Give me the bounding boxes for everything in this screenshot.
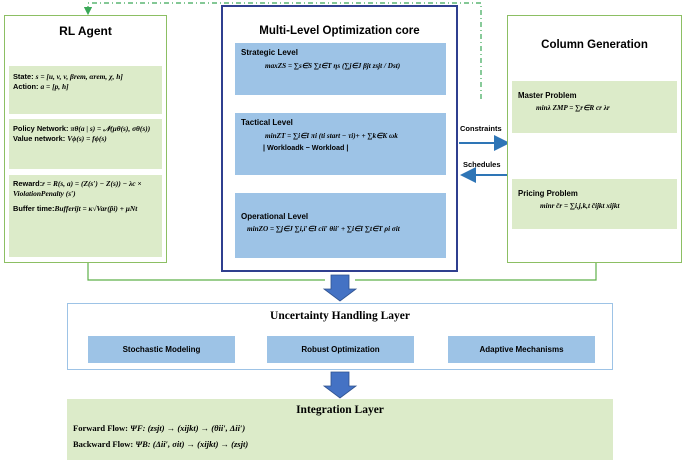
operational-level-title: Operational Level [241, 212, 309, 221]
tactical-formula: minZT = ∑i∈I πi (ti start − τi)+ + ∑k∈K … [265, 132, 398, 140]
rl-agent-title: RL Agent [59, 24, 112, 38]
forward-flow-line: Forward Flow: ΨF: (zsjt) → (xijkt) → (θi… [73, 423, 245, 433]
integration-layer-title: Integration Layer [296, 404, 384, 416]
reward-line: Reward:r = R(s, a) = (Z(s′) − Z(s)) − λc… [13, 179, 158, 199]
cg-to-core-merge-line [355, 262, 597, 281]
backward-flow-line: Backward Flow: ΨB: (Δii′, σit) → (xijkt)… [73, 439, 248, 449]
value-line: Value network: Vϕ(s) = fϕ(s) [13, 134, 158, 144]
rl-to-core-merge-line [87, 262, 325, 281]
forward-flow-label: Forward Flow: [73, 423, 131, 433]
rl-agent-panel: RL Agent State: s = [u, v, v, βrem, αrem… [4, 15, 167, 263]
state-line: State: s = [u, v, v, βrem, αrem, χ, h] [13, 72, 158, 82]
strategic-formula: maxZS = ∑s∈S ∑t∈T ηs (∑j∈J βjt zsjt / Ds… [265, 62, 401, 70]
state-action-box: State: s = [u, v, v, βrem, αrem, χ, h] A… [9, 66, 162, 114]
master-problem-formula: minλ ZMP = ∑r∈R cr λr [536, 103, 610, 112]
uncertainty-layer-panel: Uncertainty Handling Layer Stochastic Mo… [67, 303, 613, 370]
reward-formula: r = R(s, a) = (Z(s′) − Z(s)) − λc × Viol… [13, 179, 142, 198]
constraints-label: Constraints [460, 124, 502, 133]
operational-formula: minZO = ∑j∈J ∑i,i′∈I cii′ θii′ + ∑i∈I ∑t… [247, 225, 400, 233]
stochastic-modeling-box: Stochastic Modeling [88, 336, 235, 363]
column-generation-title: Column Generation [541, 39, 648, 51]
forward-flow-formula: ΨF: (zsjt) → (xijkt) → (θii′, Δii′) [130, 423, 246, 433]
action-formula: a = [p, h] [40, 81, 69, 91]
feedback-dashed-connector [83, 2, 482, 99]
action-line: Action: a = [p, h] [13, 82, 158, 92]
tactical-level-box: Tactical Level minZT = ∑i∈I πi (ti start… [235, 113, 446, 175]
pricing-problem-box: Pricing Problem minr c̄r = ∑i,j,k,t c̄ij… [512, 179, 677, 229]
strategic-level-title: Strategic Level [241, 48, 298, 57]
backward-flow-label: Backward Flow: [73, 439, 136, 449]
value-label: Value network: [13, 133, 68, 143]
network-box: Policy Network: πθ(a | s) = 𝒩(μθ(s), σθ(… [9, 119, 162, 169]
adaptive-mechanisms-box: Adaptive Mechanisms [448, 336, 595, 363]
reward-label: Reward: [13, 179, 43, 188]
column-generation-panel: Column Generation Master Problem minλ ZM… [507, 15, 682, 263]
tactical-formula-workload: | Workloadk − Workload | [263, 143, 349, 152]
state-formula: s = [u, v, v, βrem, αrem, χ, h] [35, 72, 123, 81]
reward-buffer-box: Reward:r = R(s, a) = (Z(s′) − Z(s)) − λc… [9, 175, 162, 257]
strategic-level-box: Strategic Level maxZS = ∑s∈S ∑t∈T ηs (∑j… [235, 43, 446, 95]
pricing-problem-formula: minr c̄r = ∑i,j,k,t c̄ijkt xijkt [540, 201, 620, 210]
robust-optimization-box: Robust Optimization [267, 336, 414, 363]
buffer-line: Buffer time:Bufferijt = κ√Var(p̃i) + μNt [13, 204, 158, 214]
tactical-level-title: Tactical Level [241, 118, 293, 127]
core-to-uncertainty-arrow [322, 274, 358, 302]
uncertainty-layer-title: Uncertainty Handling Layer [270, 310, 410, 322]
pricing-problem-title: Pricing Problem [518, 189, 578, 198]
value-formula: Vϕ(s) = fϕ(s) [67, 133, 107, 143]
buffer-label: Buffer time: [13, 203, 55, 213]
master-problem-box: Master Problem minλ ZMP = ∑r∈R cr λr [512, 81, 677, 133]
policy-label: Policy Network: [13, 124, 71, 133]
robust-optimization-label: Robust Optimization [301, 345, 380, 354]
optimization-core-panel: Multi-Level Optimization core Strategic … [221, 5, 458, 272]
stochastic-modeling-label: Stochastic Modeling [122, 345, 201, 354]
master-problem-title: Master Problem [518, 91, 577, 100]
operational-level-box: Operational Level minZO = ∑j∈J ∑i,i′∈I c… [235, 193, 446, 258]
policy-line: Policy Network: πθ(a | s) = 𝒩(μθ(s), σθ(… [13, 124, 158, 134]
core-title: Multi-Level Optimization core [259, 25, 420, 37]
schedules-label: Schedules [463, 160, 501, 169]
state-label: State: [13, 72, 36, 81]
uncertainty-to-integration-arrow [322, 371, 358, 399]
policy-formula: πθ(a | s) = 𝒩(μθ(s), σθ(s)) [70, 124, 151, 133]
buffer-formula: Bufferijt = κ√Var(p̃i) + μNt [54, 203, 138, 213]
adaptive-mechanisms-label: Adaptive Mechanisms [479, 345, 564, 354]
integration-layer-panel: Integration Layer Forward Flow: ΨF: (zsj… [67, 399, 613, 460]
backward-flow-formula: ΨB: (Δii′, σit) → (xijkt) → (zsjt) [135, 439, 249, 449]
action-label: Action: [13, 81, 41, 91]
